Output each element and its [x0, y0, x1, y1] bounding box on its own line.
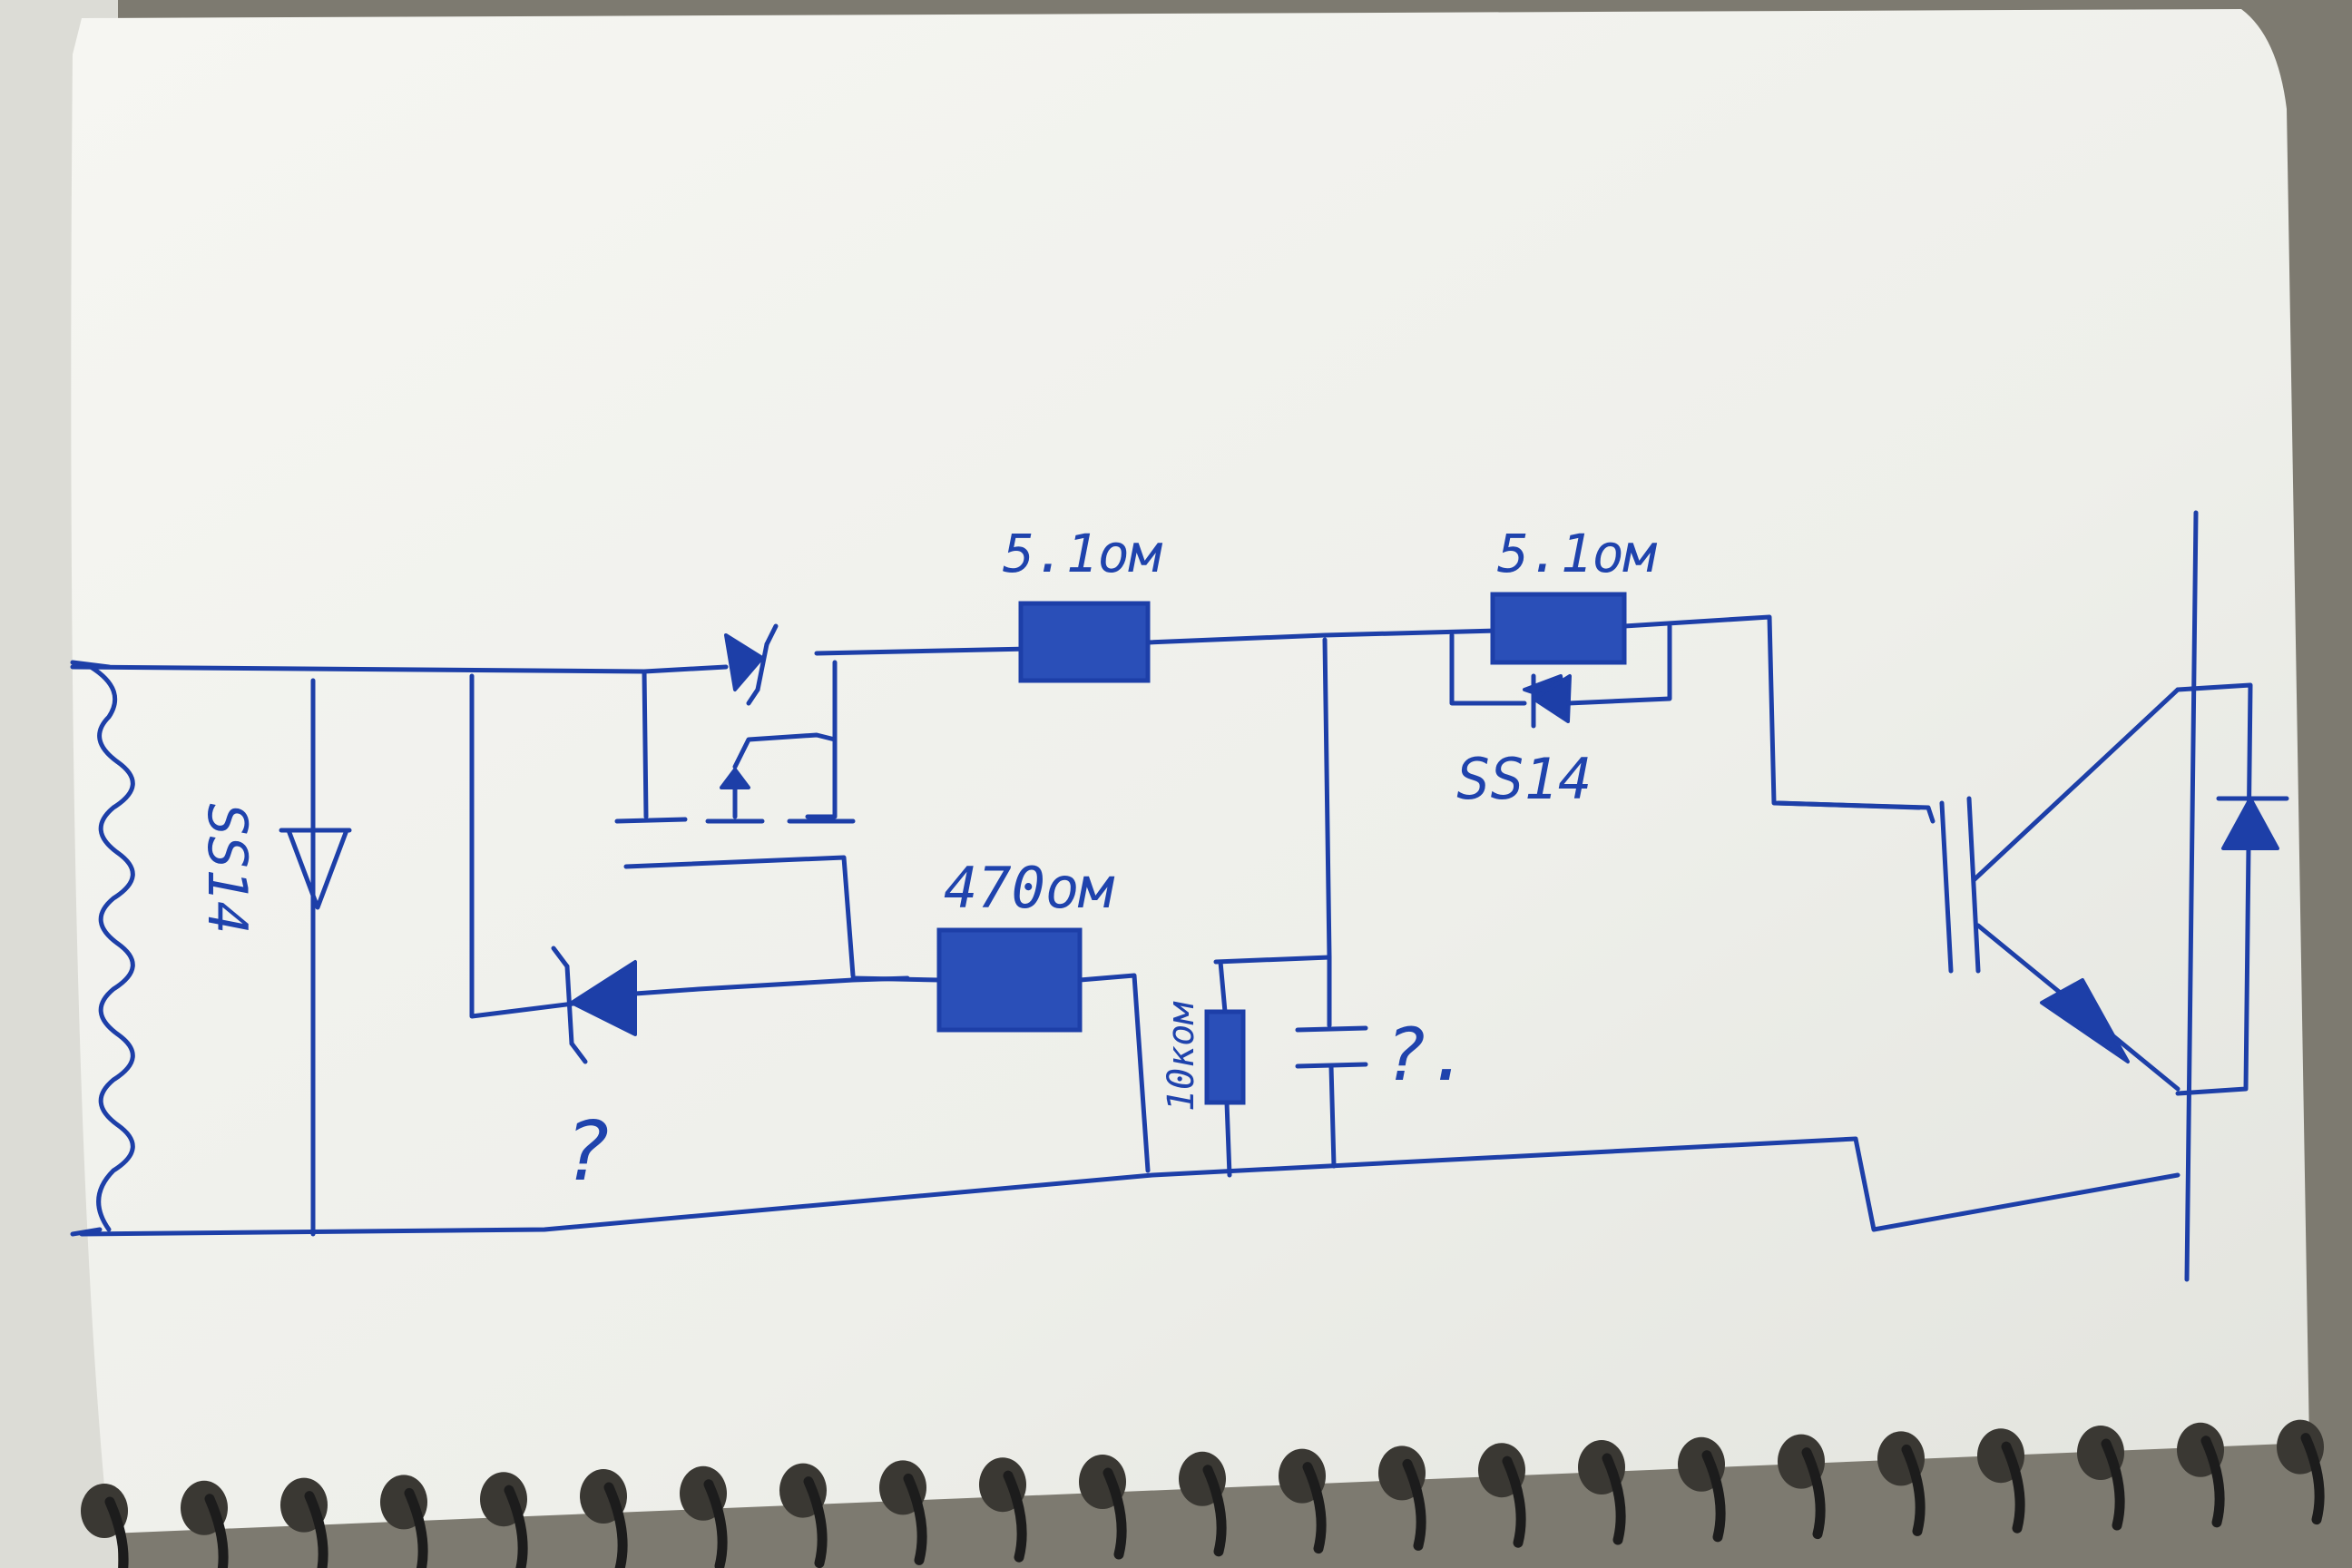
diode-ss14-left — [279, 678, 352, 1237]
label-r-mid: 470ом — [944, 855, 1115, 921]
label-diode-left: SS14 — [195, 803, 259, 935]
binding-ring — [703, 1479, 728, 1568]
binding-ring — [2001, 1441, 2025, 1534]
resistor-5-1-ohm-left — [1018, 601, 1151, 683]
transistor-mosfet — [614, 660, 856, 978]
igbt-transistor — [1776, 510, 2289, 1282]
binding-ring — [304, 1491, 328, 1568]
binding-ring — [2300, 1433, 2325, 1525]
zener-diode-top — [724, 623, 779, 706]
binding-ring — [603, 1482, 628, 1568]
binding-ring — [1901, 1444, 1926, 1536]
binding-ring — [1202, 1465, 1227, 1557]
binding-ring — [1502, 1455, 1526, 1548]
binding-ring — [204, 1494, 229, 1568]
binding-ring — [1402, 1458, 1426, 1551]
label-r-10k: 10ком — [1161, 1001, 1202, 1112]
binding-ring — [1102, 1467, 1127, 1560]
capacitor-unknown — [1295, 955, 1368, 1169]
label-cap-unknown: ?. — [1384, 1013, 1471, 1097]
binding-ring — [803, 1476, 828, 1568]
label-r-top-right: 5.1ом — [1497, 523, 1658, 584]
notebook-page — [71, 9, 2310, 1534]
binding-ring — [1701, 1450, 1726, 1543]
label-zener-unknown: ? — [563, 1104, 612, 1200]
binding-ring — [1602, 1453, 1626, 1545]
resistor-470-ohm — [850, 927, 1151, 1173]
resistor-5-1-ohm-right — [1449, 592, 1672, 729]
binding-ring — [903, 1473, 927, 1565]
binding-ring — [1003, 1470, 1027, 1563]
resistor-10k-ohm — [1204, 955, 1332, 1178]
binding-ring — [1801, 1447, 1826, 1540]
binding-ring — [2101, 1438, 2125, 1531]
spiral-binding — [81, 1419, 2325, 1568]
binding-ring — [1302, 1462, 1327, 1554]
binding-ring — [504, 1485, 528, 1568]
binding-ring — [404, 1487, 428, 1568]
bottom-rail-wire — [79, 1136, 2180, 1237]
label-diode-right: SS14 — [1456, 746, 1592, 812]
circuit-schematic: 5.1ом 5.1ом 470ом 10ком SS14 SS14 ? ?. — [70, 510, 2289, 1282]
transformer-winding — [88, 664, 135, 1232]
binding-ring — [104, 1496, 129, 1568]
binding-ring — [2200, 1436, 2225, 1528]
label-r-top-left: 5.1ом — [1003, 523, 1163, 584]
